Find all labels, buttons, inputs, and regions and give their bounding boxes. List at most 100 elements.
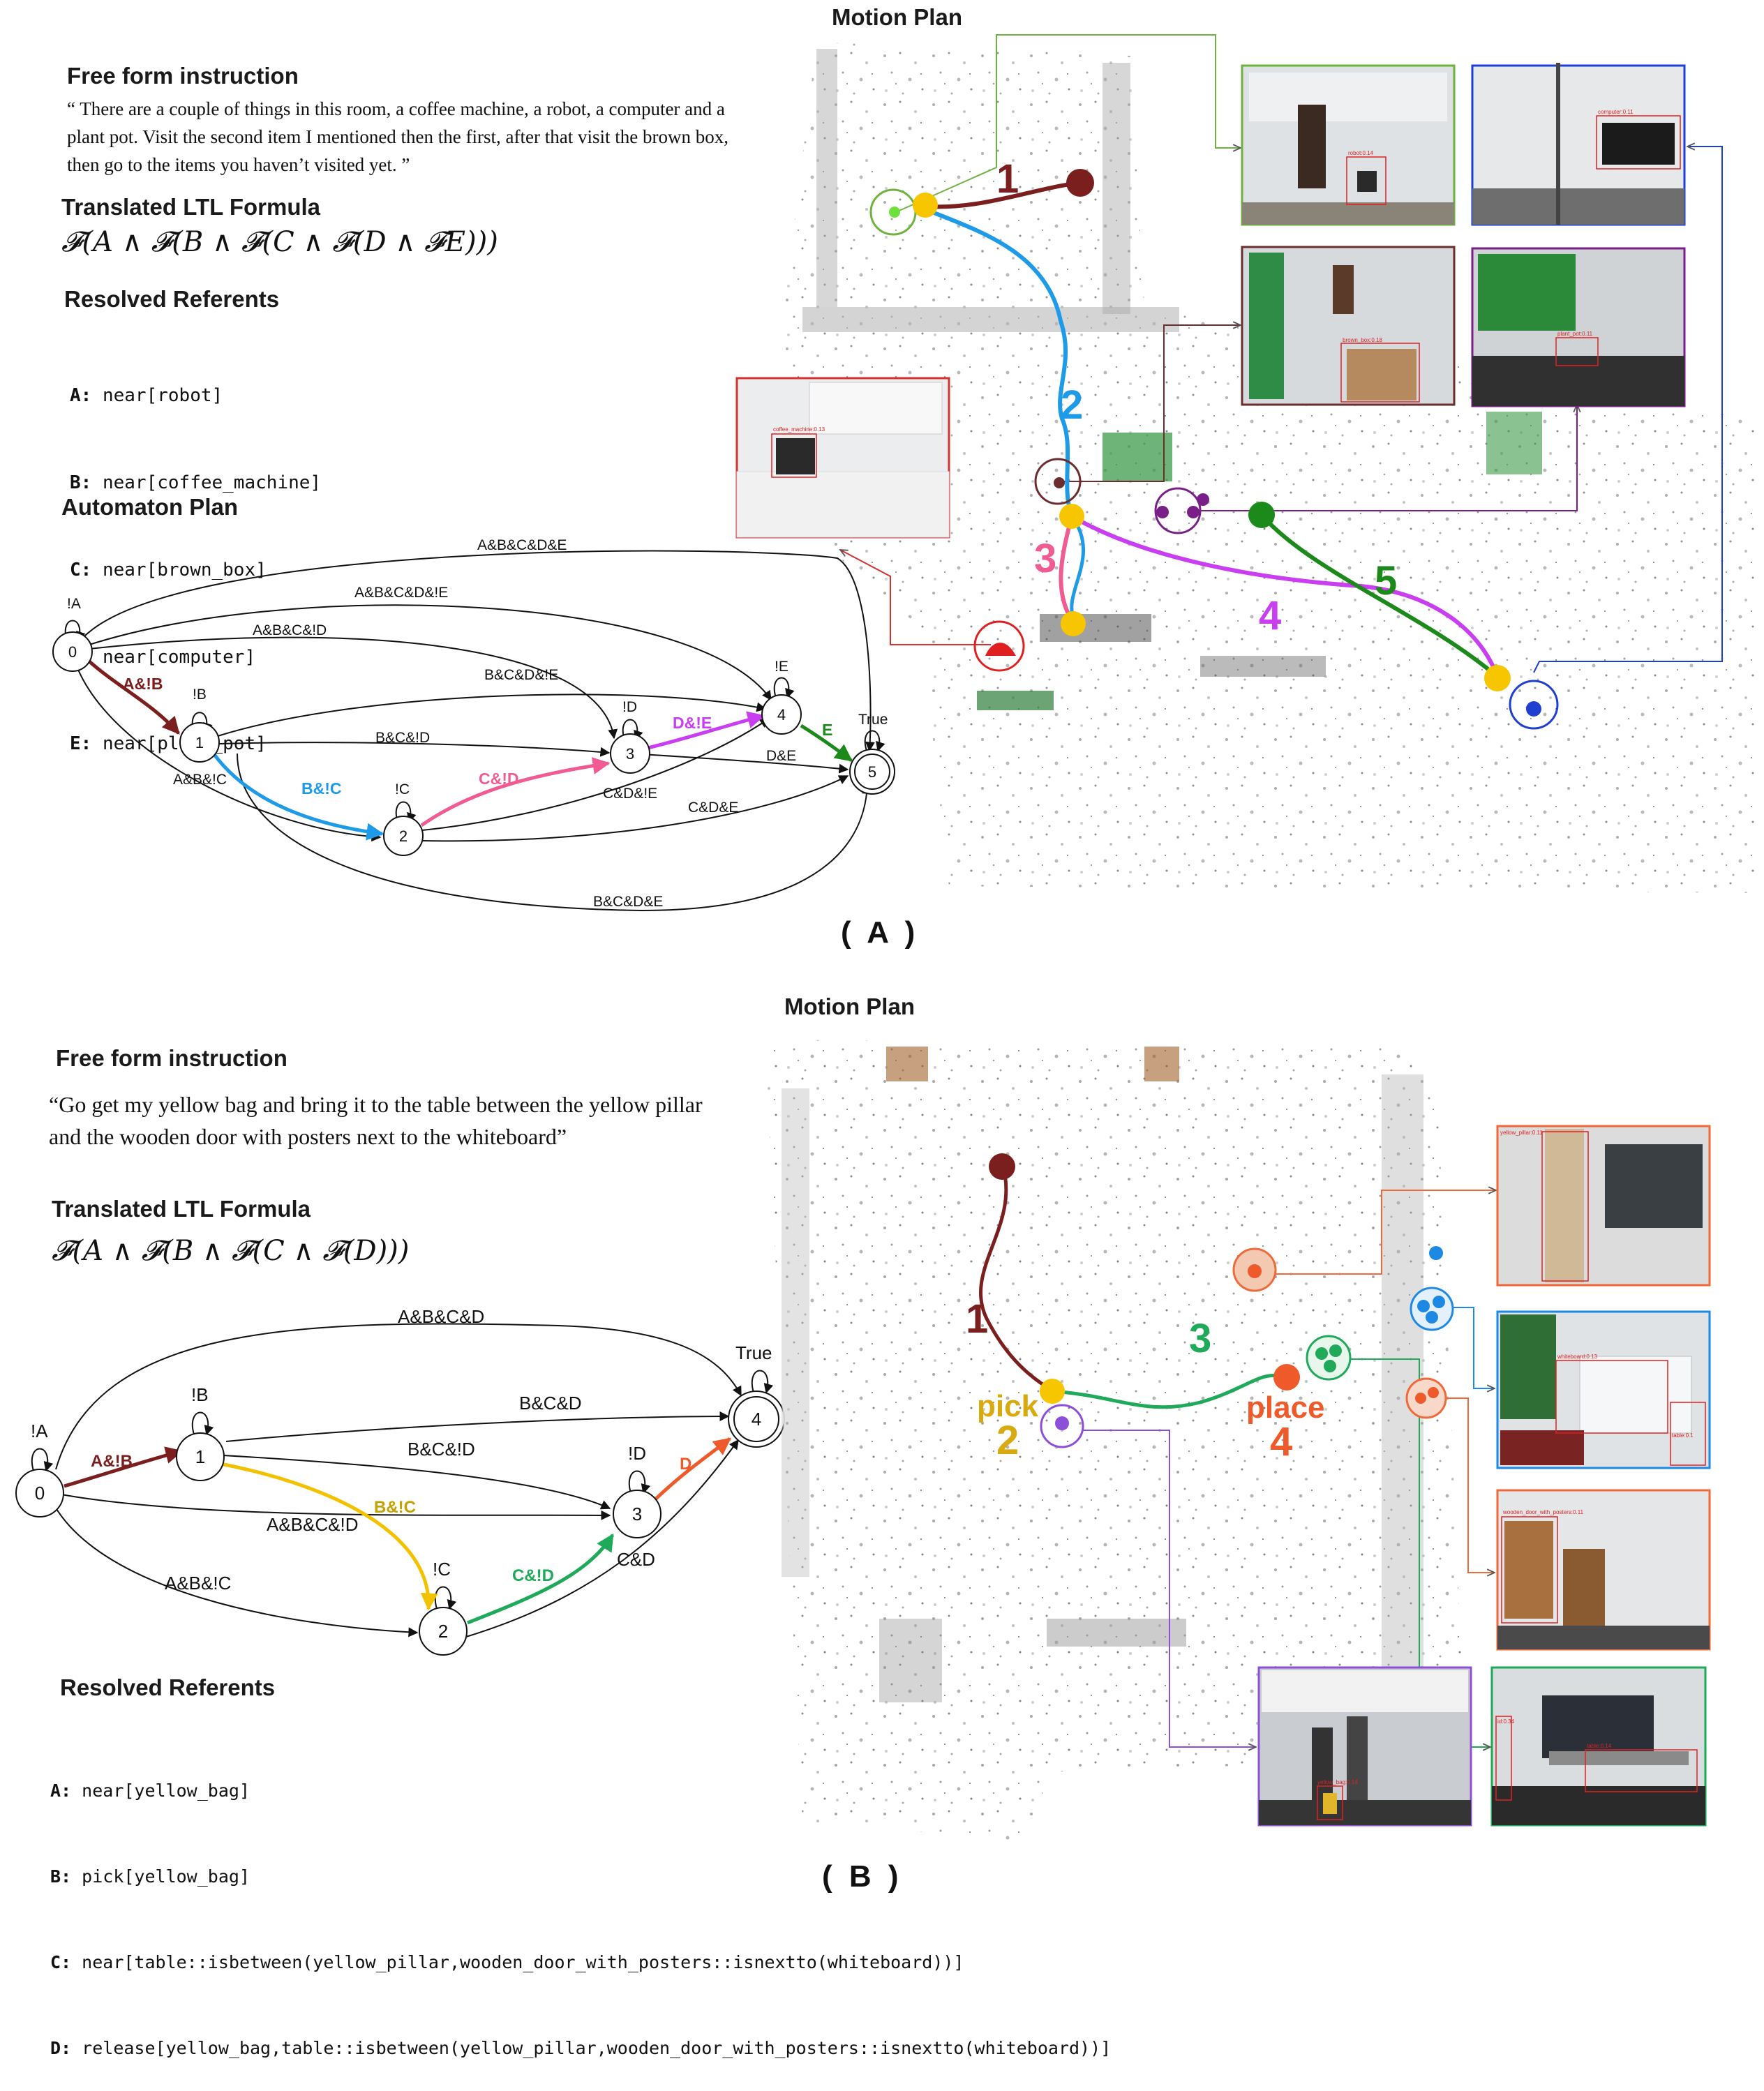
a-brown-box-ring bbox=[1034, 458, 1082, 505]
b-plan-edge-c bbox=[467, 1533, 615, 1625]
b-photo-wooden-door: wooden_door_with_posters:0.11 bbox=[1496, 1489, 1711, 1651]
a-plan-label: D&!E bbox=[673, 714, 712, 732]
b-ltl-formula: 𝓕(A ∧ 𝓕(B ∧ 𝓕(C ∧ 𝓕(D))) bbox=[52, 1235, 410, 1267]
a-cloud-plant bbox=[977, 691, 1054, 710]
b-cloud-wall bbox=[1047, 1619, 1186, 1647]
b-place-point bbox=[1273, 1364, 1300, 1391]
a-plan-label: E bbox=[822, 721, 832, 739]
a-connector-brown-box bbox=[1061, 325, 1241, 482]
b-detection-label: table:0.14 bbox=[1587, 1743, 1612, 1749]
b-referent: A: near[yellow_bag] bbox=[50, 1781, 250, 1801]
a-connector-plant-pot bbox=[1200, 405, 1577, 511]
b-whiteboard-marker bbox=[1429, 1246, 1443, 1260]
b-loop-2 bbox=[435, 1586, 457, 1610]
a-node-label: 0 bbox=[68, 643, 77, 661]
b-node-label: 3 bbox=[632, 1504, 642, 1524]
a-edge-1-4 bbox=[217, 694, 767, 737]
a-node-label: 3 bbox=[626, 745, 634, 763]
b-node-3 bbox=[613, 1490, 662, 1538]
a-referent: B: near[coffee_machine] bbox=[70, 472, 322, 493]
a-ltl-title: Translated LTL Formula bbox=[61, 194, 321, 220]
a-edge-2-4 bbox=[421, 718, 770, 831]
a-cloud-wall bbox=[1102, 63, 1130, 314]
a-cloud-furniture bbox=[1040, 614, 1151, 642]
a-edge-label: B&C&D&!E bbox=[484, 667, 558, 683]
a-cloud-wall bbox=[802, 307, 1179, 332]
a-cloud-area bbox=[782, 42, 1758, 893]
a-edge-label: B&C&!D bbox=[375, 730, 430, 746]
b-photo-yellow-pillar: yellow_pillar:0.11 bbox=[1496, 1125, 1711, 1287]
a-edge-label: C&D&E bbox=[688, 800, 738, 816]
b-table-marker bbox=[1324, 1360, 1336, 1372]
b-instruction-line: “Go get my yellow bag and bring it to th… bbox=[49, 1092, 703, 1117]
a-cloud-plant bbox=[1102, 433, 1172, 481]
a-plant-pot-marker bbox=[1156, 506, 1169, 518]
a-referent: C: near[brown_box] bbox=[70, 559, 267, 580]
b-node-label: 2 bbox=[438, 1621, 448, 1642]
b-plan-label: B&!C bbox=[374, 1498, 416, 1517]
a-referent: A: near[robot] bbox=[70, 385, 223, 407]
a-plan-edge-a bbox=[88, 660, 180, 735]
a-edge-1-5 bbox=[237, 753, 872, 912]
b-detection-label: yellow_bag:0.14 bbox=[1317, 1779, 1358, 1785]
b-door-marker bbox=[1415, 1393, 1426, 1404]
b-node-4-accept-ring bbox=[733, 1396, 779, 1442]
b-loop-label: !A bbox=[31, 1421, 48, 1441]
a-connector-robot bbox=[895, 34, 1241, 213]
b-path-1 bbox=[978, 1167, 1054, 1393]
b-detection-label: yellow_pillar:0.11 bbox=[1500, 1130, 1543, 1136]
a-coffee-ring bbox=[973, 620, 1025, 672]
b-point-cloud-map bbox=[768, 1040, 1465, 1842]
a-edge-label: A&B&C&!D bbox=[253, 622, 327, 638]
b-cloud-area bbox=[768, 1040, 1465, 1842]
b-photo-table: table:0.14 id:0.34 bbox=[1490, 1666, 1707, 1827]
b-loop-3 bbox=[629, 1470, 651, 1494]
b-detection-label: id:0.34 bbox=[1497, 1718, 1515, 1725]
b-edge-label: B&C&D bbox=[519, 1393, 582, 1414]
b-pick-label: pick bbox=[977, 1389, 1039, 1423]
a-edge-0-5 bbox=[82, 550, 875, 752]
a-edge-label: B&C&D&E bbox=[593, 894, 663, 910]
a-loop-label: !C bbox=[395, 781, 410, 797]
a-step-number: 4 bbox=[1259, 593, 1281, 638]
a-waypoint bbox=[913, 193, 938, 218]
a-plan-label: A&!B bbox=[123, 675, 163, 693]
b-referent: D: release[yellow_bag,table::isbetween(y… bbox=[50, 2038, 1112, 2058]
b-ltl-title: Translated LTL Formula bbox=[52, 1196, 311, 1222]
a-motion-plan-title: Motion Plan bbox=[832, 4, 962, 30]
a-node-2 bbox=[383, 816, 424, 856]
a-loop-label: !B bbox=[193, 687, 207, 703]
b-connector-whiteboard bbox=[1453, 1307, 1495, 1388]
a-node-label: 4 bbox=[777, 706, 786, 724]
b-loop-label: True bbox=[735, 1342, 772, 1363]
a-node-1 bbox=[179, 722, 220, 763]
a-node-label: 1 bbox=[195, 734, 204, 751]
a-instruction-line: then go to the items you haven’t visited… bbox=[67, 154, 410, 175]
a-loop-label: !A bbox=[67, 596, 81, 612]
a-node-5-accept-ring bbox=[854, 754, 890, 790]
b-motion-plan-title: Motion Plan bbox=[784, 994, 915, 1019]
a-node-5 bbox=[849, 749, 895, 795]
a-cloud-plant bbox=[1486, 412, 1542, 474]
a-detection-label: coffee_machine:0.13 bbox=[773, 426, 825, 433]
a-edge-label: A&B&C&D&!E bbox=[354, 585, 448, 601]
a-edge-2-5 bbox=[421, 775, 849, 842]
b-plan-label: A&!B bbox=[91, 1452, 133, 1471]
a-plan-label: C&!D bbox=[479, 770, 519, 788]
b-pick-point bbox=[1040, 1379, 1065, 1404]
b-path-3 bbox=[1052, 1374, 1288, 1409]
b-instruction-text: “Go get my yellow bag and bring it to th… bbox=[49, 1088, 809, 1153]
a-photo-coffee-machine: coffee_machine:0.13 bbox=[735, 377, 950, 539]
b-start-point bbox=[989, 1153, 1015, 1180]
a-waypoint bbox=[1059, 504, 1084, 529]
a-detection-label: robot:0.14 bbox=[1348, 150, 1374, 156]
a-computer-ring bbox=[1509, 680, 1559, 730]
a-edge-label: A&B&C&D&E bbox=[477, 537, 567, 553]
a-referents-title: Resolved Referents bbox=[64, 286, 280, 312]
b-loop-label: !D bbox=[628, 1443, 646, 1464]
b-detection-label: table:0.1 bbox=[1672, 1432, 1694, 1439]
a-path-2b bbox=[1070, 515, 1086, 622]
a-plan-edge-e bbox=[800, 724, 853, 763]
b-loop-1 bbox=[192, 1411, 214, 1436]
a-step-number: 2 bbox=[1061, 382, 1083, 428]
